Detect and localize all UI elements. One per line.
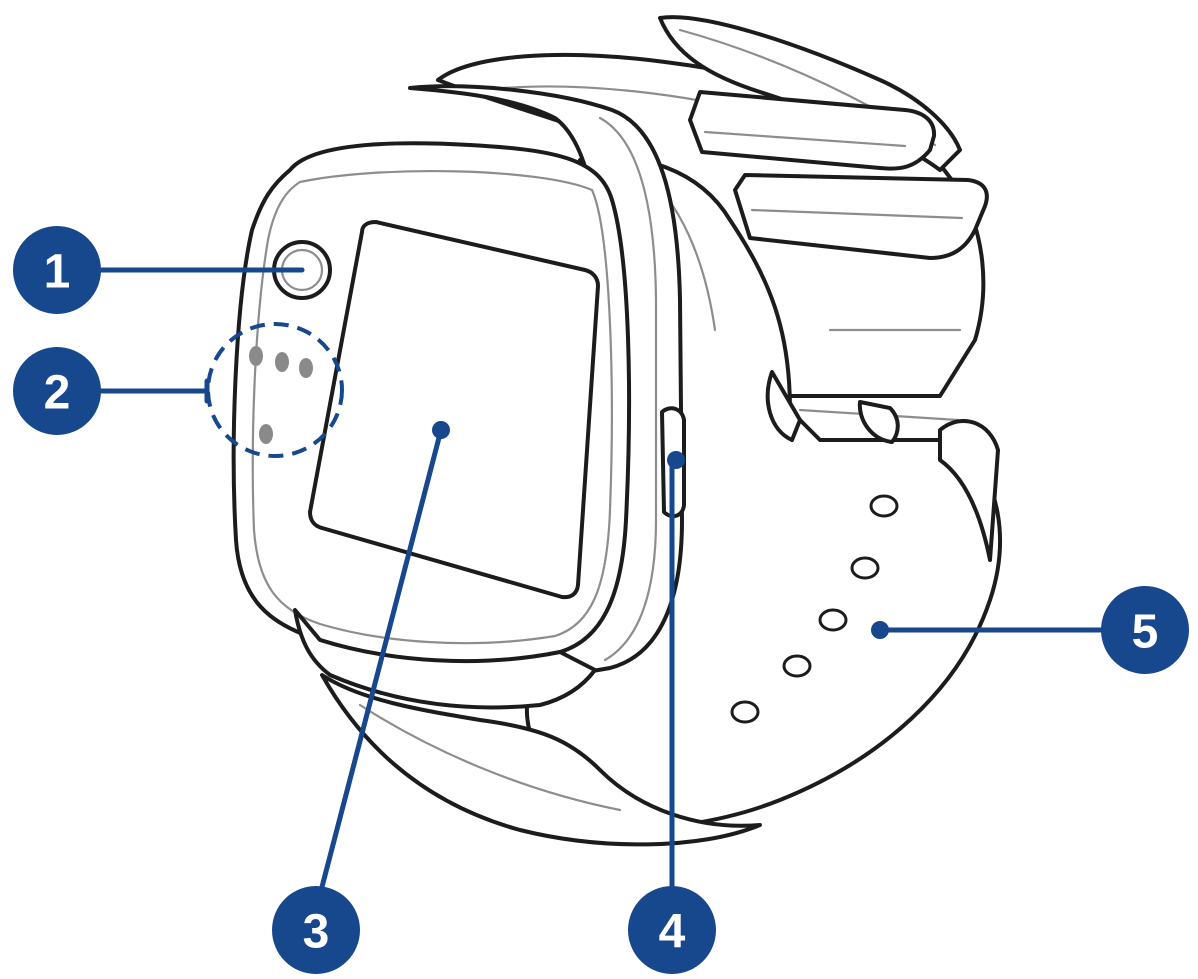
band-lower <box>320 673 762 847</box>
callout-label-2: 2 <box>44 367 71 420</box>
callout-label-4: 4 <box>659 906 686 959</box>
sensor-dot <box>299 358 313 378</box>
callout-label-3: 3 <box>303 906 330 959</box>
touchscreen <box>308 220 600 600</box>
leader-dot-4 <box>667 451 685 469</box>
strap-hole <box>782 654 812 678</box>
callout-label-1: 1 <box>44 246 71 299</box>
callout-label-5: 5 <box>1132 606 1159 659</box>
sensor-dot <box>259 424 273 444</box>
strap-hole <box>818 608 848 632</box>
leader-lines <box>97 267 1123 913</box>
sensor-dot <box>275 352 289 372</box>
band-keeper-upper <box>688 90 937 171</box>
leader-dot-3 <box>432 421 450 439</box>
callout-5: 5 <box>1101 586 1189 674</box>
sensor-highlight-ring <box>206 322 344 458</box>
leader-line-3 <box>313 427 444 913</box>
strap-hole <box>730 700 760 724</box>
callout-2: 2 <box>13 347 101 435</box>
sensor-dot <box>249 346 263 366</box>
callout-1: 1 <box>13 226 101 314</box>
sensor-array <box>206 322 344 458</box>
band-keeper-lower <box>733 173 989 260</box>
strap-hole <box>869 494 899 518</box>
leader-dot-5 <box>871 621 889 639</box>
strap-hole <box>850 556 880 580</box>
callout-3: 3 <box>272 886 360 974</box>
callout-4: 4 <box>628 886 716 974</box>
